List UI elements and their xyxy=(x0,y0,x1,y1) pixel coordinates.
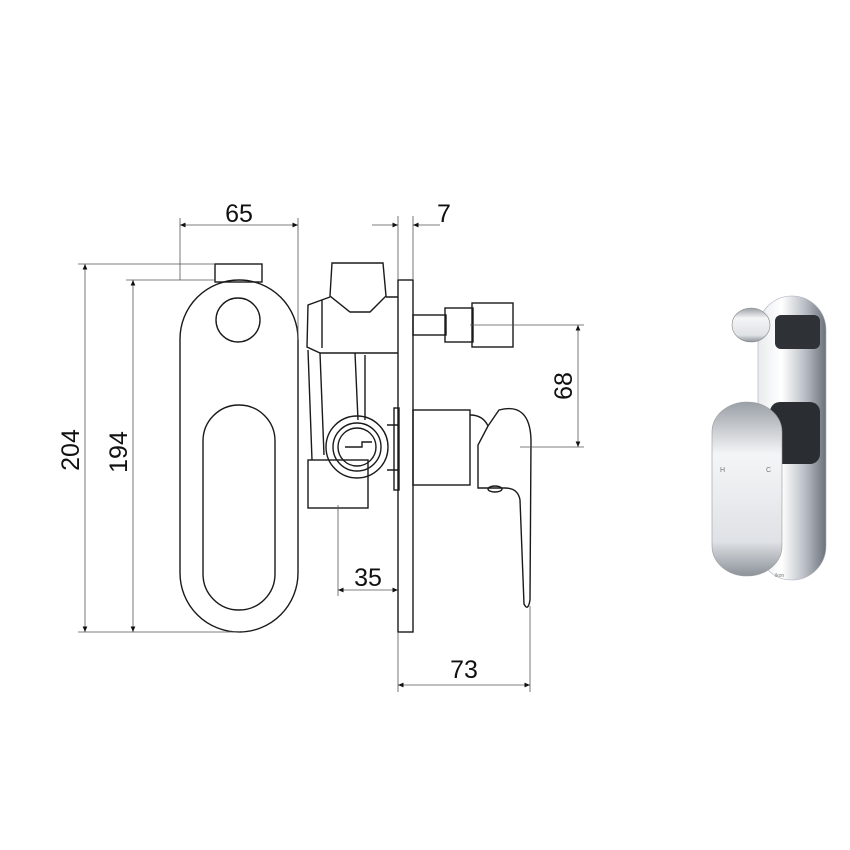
mixer-lever-side xyxy=(469,408,532,608)
cover-plate-front xyxy=(179,279,299,633)
diverter-knob-top xyxy=(214,263,263,283)
side-dimensions: 7 68 35 73 xyxy=(337,200,584,692)
dim-65-label: 65 xyxy=(225,200,253,228)
mixer-lever-front xyxy=(202,404,276,611)
diverter-cap xyxy=(329,262,387,313)
valve-body-upper xyxy=(306,296,398,354)
front-dimensions: 65 204 194 xyxy=(57,200,299,633)
hot-label: H xyxy=(720,467,725,474)
front-view xyxy=(179,263,299,633)
cartridge-flange xyxy=(393,407,400,491)
dim-73-label: 73 xyxy=(450,656,478,684)
cold-label: C xyxy=(766,467,771,474)
dim-204-label: 204 xyxy=(57,429,85,471)
diverter-knob-front xyxy=(215,297,261,343)
brand-logo: ikon xyxy=(775,573,784,579)
dim-35-label: 35 xyxy=(354,564,382,592)
cartridge-body xyxy=(412,409,471,486)
diverter-stem xyxy=(412,314,447,336)
valve-body-arm xyxy=(307,349,366,461)
cover-plate-side xyxy=(397,279,414,633)
dim-194-label: 194 xyxy=(105,431,133,473)
dim-68-label: 68 xyxy=(550,372,578,400)
dim-7-label: 7 xyxy=(437,200,451,228)
side-view xyxy=(306,262,532,633)
inlet-fitting xyxy=(325,415,389,479)
valve-body-lower xyxy=(307,459,369,509)
diverter-nut xyxy=(444,307,474,343)
product-photo: H C ikon xyxy=(711,295,827,581)
